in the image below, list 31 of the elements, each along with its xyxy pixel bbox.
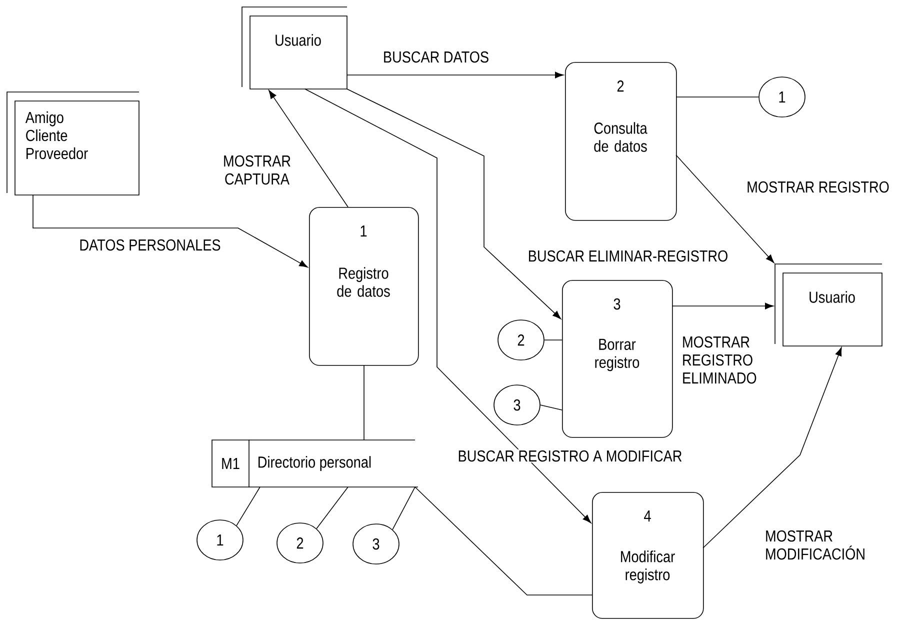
arrow	[32, 194, 308, 268]
connector-line	[676, 96, 759, 98]
process-box: 2 Consulta de datos	[565, 62, 677, 221]
edge-label: MOSTRAR MODIFICACIÓN	[764, 529, 876, 561]
arrow	[676, 154, 774, 264]
external-entity-box: Usuario	[242, 6, 348, 90]
arrow	[304, 88, 592, 524]
edge-label: BUSCAR DATOS	[382, 50, 490, 64]
arrow	[346, 72, 564, 78]
edge-label: MOSTRAR REGISTRO	[746, 180, 890, 194]
connector-line	[414, 486, 592, 596]
edge-label: MOSTRAR REGISTRO ELIMINADO	[681, 335, 763, 385]
connector-line	[236, 486, 260, 526]
node-label: Directorio personal	[258, 456, 371, 471]
arrow	[702, 347, 842, 548]
edge-label: MOSTRAR CAPTURA	[221, 154, 293, 186]
arrow	[268, 90, 348, 208]
arrow	[346, 88, 562, 320]
process-box: 1 Registro de datos	[309, 207, 419, 366]
data-store: M1 Directorio personal	[212, 440, 418, 488]
external-entity-box: Usuario	[774, 264, 882, 346]
edge-label: DATOS PERSONALES	[78, 238, 222, 252]
edge-label: BUSCAR REGISTRO A MODIFICAR	[456, 449, 684, 463]
process-box: 4 Modificar registro	[592, 492, 704, 619]
connector-line	[540, 404, 562, 410]
process-box: 3 Borrar registro	[562, 280, 673, 438]
edge-label: BUSCAR ELIMINAR-REGISTRO	[526, 249, 730, 263]
arrow	[672, 302, 774, 310]
external-entity-box: Amigo Cliente Proveedor	[6, 92, 140, 196]
connector-line	[392, 486, 416, 530]
connector-line	[316, 486, 348, 529]
